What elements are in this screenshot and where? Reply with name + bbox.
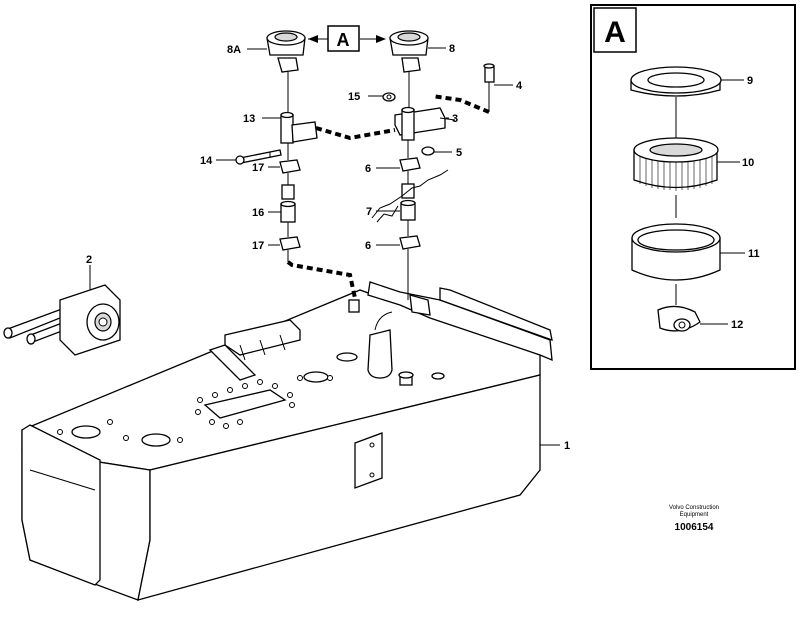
detail-box-title: A bbox=[604, 16, 626, 49]
footer-note: Volvo Construction Equipment 1006154 bbox=[669, 505, 719, 533]
label-8a: 8A bbox=[227, 44, 241, 56]
label-9: 9 bbox=[747, 75, 753, 87]
label-5: 5 bbox=[456, 147, 462, 159]
label-16: 16 bbox=[252, 207, 264, 219]
part-labels: 8A 8 4 3 5 15 6 7 6 13 14 17 16 17 2 1 bbox=[86, 43, 570, 452]
fuel-tank bbox=[21, 281, 553, 601]
part-2-valve-assembly bbox=[3, 284, 121, 356]
label-6-upper: 6 bbox=[365, 163, 371, 175]
left-vent-stack bbox=[235, 30, 357, 299]
label-13: 13 bbox=[243, 113, 255, 125]
label-10: 10 bbox=[742, 157, 754, 169]
callout-tag-label: A bbox=[337, 30, 350, 50]
label-7: 7 bbox=[366, 206, 372, 218]
label-2: 2 bbox=[86, 254, 92, 266]
label-15: 15 bbox=[348, 91, 360, 103]
label-3: 3 bbox=[452, 113, 458, 125]
label-17-upper: 17 bbox=[252, 162, 264, 174]
label-17-lower: 17 bbox=[252, 240, 264, 252]
company-line-2: Equipment bbox=[680, 512, 709, 518]
label-8: 8 bbox=[449, 43, 455, 55]
detail-callout-tag: A bbox=[308, 25, 386, 52]
company-line-1: Volvo Construction bbox=[669, 505, 719, 511]
label-11: 11 bbox=[748, 248, 760, 260]
label-6-lower: 6 bbox=[365, 240, 371, 252]
label-4: 4 bbox=[516, 80, 523, 92]
label-14: 14 bbox=[200, 155, 213, 167]
document-number: 1006154 bbox=[675, 522, 714, 533]
label-12: 12 bbox=[731, 319, 743, 331]
leader-lines bbox=[89, 47, 560, 446]
right-vent-stack bbox=[315, 30, 495, 300]
label-1: 1 bbox=[564, 440, 570, 452]
detail-box-a: A 9 10 bbox=[590, 4, 796, 370]
